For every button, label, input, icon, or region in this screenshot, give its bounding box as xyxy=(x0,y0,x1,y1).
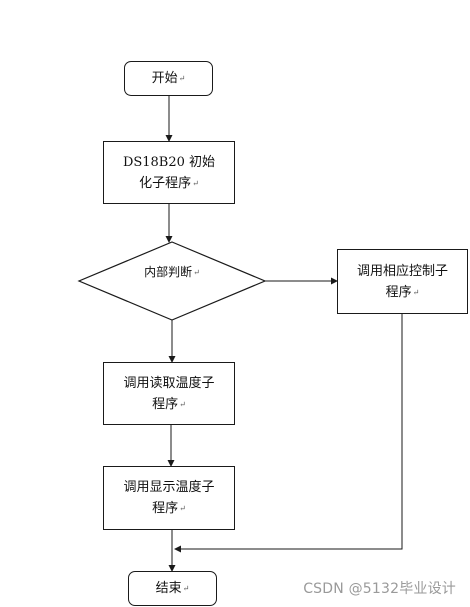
start-label: 开始 xyxy=(151,71,178,86)
display-temp-process-node: 调用显示温度子 程序↵ xyxy=(103,466,235,530)
paragraph-mark-icon: ↵ xyxy=(179,399,186,409)
display-label-line1: 调用显示温度子 xyxy=(123,480,215,495)
paragraph-mark-icon: ↵ xyxy=(193,268,200,277)
paragraph-mark-icon: ↵ xyxy=(179,504,186,513)
paragraph-mark-icon: ↵ xyxy=(178,74,186,83)
decision-node: 内部判断↵ xyxy=(112,263,232,282)
watermark: CSDN @5132毕业设计 xyxy=(303,581,456,597)
end-label: 结束 xyxy=(155,581,182,596)
start-node: 开始↵ xyxy=(124,61,213,96)
paragraph-mark-icon: ↵ xyxy=(192,178,199,188)
control-label-line2: 程序 xyxy=(385,284,412,300)
paragraph-mark-icon: ↵ xyxy=(182,584,190,593)
init-label-line2: 化子程序 xyxy=(139,175,192,191)
end-node: 结束↵ xyxy=(128,571,217,606)
init-process-node: DS18B20 初始 化子程序↵ xyxy=(103,141,235,204)
display-label-line2: 程序 xyxy=(152,501,179,516)
read-label-line1: 调用读取温度子 xyxy=(123,375,215,391)
decision-label: 内部判断 xyxy=(144,265,193,279)
control-label-line1: 调用相应控制子 xyxy=(356,263,448,279)
arrow-control-to-merge xyxy=(174,314,403,553)
control-process-node: 调用相应控制子 程序↵ xyxy=(337,249,468,314)
read-temp-process-node: 调用读取温度子 程序↵ xyxy=(103,362,235,425)
init-label-line1: DS18B20 初始 xyxy=(122,154,216,170)
read-label-line2: 程序 xyxy=(152,396,179,412)
paragraph-mark-icon: ↵ xyxy=(412,287,420,297)
